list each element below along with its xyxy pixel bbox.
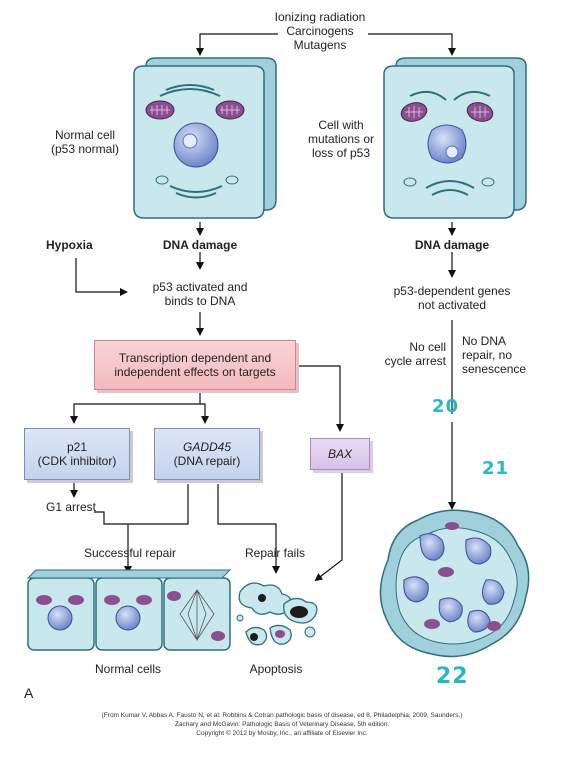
p53-genes-line1: p53-dependent genes [393,284,511,298]
normal-cell-label-line1: Normal cell [54,128,115,142]
p53-activated-line2: binds to DNA [164,294,236,308]
gadd45-subtitle: (DNA repair) [173,454,241,468]
pathway-arrows [70,222,456,582]
p53-genes-label: p53-dependent genes not activated [376,284,528,312]
cause-carcinogens: Carcinogens [286,24,354,38]
no-dna-repair-line3: senescence [462,362,527,376]
transcription-line1: Transcription dependent and [118,351,272,365]
transcription-line2: independent effects on targets [114,365,276,379]
p21-title: p21 [66,440,88,454]
mutated-cell-label: Cell with mutations or loss of p53 [296,118,386,160]
apoptosis-label: Apoptosis [249,662,303,676]
panel-letter: A [24,685,34,701]
credit-line-1: (From Kumar V, Abbas A, Fausto N, et al:… [101,712,463,719]
no-dna-repair-label: No DNA repair, no senescence [462,334,542,376]
hypoxia-label: Hypoxia [46,238,93,252]
normal-cell-label-line2: (p53 normal) [50,142,120,156]
dna-damage-right: DNA damage [414,238,490,252]
p53-genes-line2: not activated [417,298,487,312]
mutated-cell-label-line1: Cell with [318,118,364,132]
mutated-cell-label-line2: mutations or [307,132,375,146]
no-cell-cycle-arrest-label: No cell cycle arrest [360,340,446,368]
repair-fails-label: Repair fails [244,546,306,560]
g1-arrest-label: G1 arrest [46,500,97,514]
gadd45-box: GADD45 (DNA repair) [154,428,260,480]
p21-subtitle: (CDK inhibitor) [37,454,117,468]
credit-line-3: Copyright © 2012 by Mosby, Inc., an affi… [196,730,368,737]
cause-arrows [196,33,456,56]
no-cell-cycle-arrest-line1: No cell [409,340,446,354]
transcription-effects-box: Transcription dependent and independent … [94,340,296,390]
handwritten-note-21: 21 [482,458,510,479]
tumor-mass-illustration [379,509,530,658]
normal-cells-illustration [26,569,232,651]
cause-ionizing-radiation: Ionizing radiation [274,10,366,24]
cause-mutagens: Mutagens [293,38,347,52]
dna-damage-left: DNA damage [162,238,238,252]
apoptosis-illustration [236,582,318,646]
top-causes: Ionizing radiation Carcinogens Mutagens [240,10,400,52]
gadd45-title: GADD45 [182,440,232,454]
credit-line-2: Zachary and McGavin: Pathologic Basis of… [174,721,390,728]
normal-cell-illustration [133,57,277,219]
normal-cells-label: Normal cells [94,662,161,676]
no-cell-cycle-arrest-line2: cycle arrest [384,354,446,368]
p53-activated-line1: p53 activated and [152,280,248,294]
p21-box: p21 (CDK inhibitor) [24,428,130,480]
mutated-cell-illustration [383,57,527,219]
bax-box: BAX [310,438,370,470]
p53-activated-label: p53 activated and binds to DNA [130,280,270,308]
normal-cell-label: Normal cell (p53 normal) [38,128,132,156]
handwritten-note-20: 20 [432,396,460,417]
handwritten-note-22: 22 [436,664,469,689]
mutated-cell-label-line3: loss of p53 [311,146,371,160]
no-dna-repair-line1: No DNA [462,334,507,348]
successful-repair-label: Successful repair [83,546,177,560]
no-dna-repair-line2: repair, no [462,348,513,362]
